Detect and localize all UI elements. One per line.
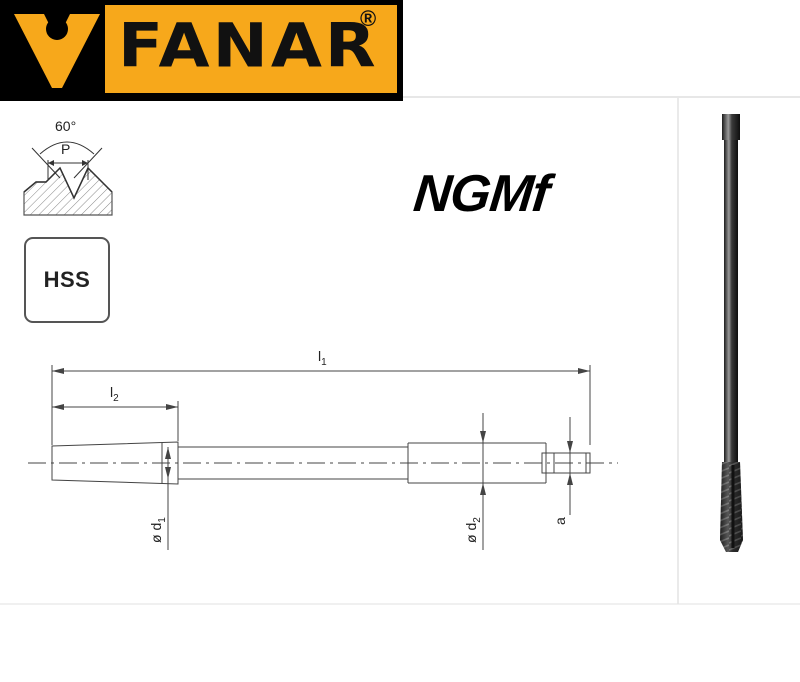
brand-logo: FANAR ®: [0, 0, 403, 101]
thread-angle-label: 60°: [55, 118, 76, 134]
svg-text:l2: l2: [110, 384, 119, 404]
logo-wordmark-box: [105, 5, 397, 93]
thread-pitch-label: P: [61, 141, 70, 157]
l2-label: l: [110, 384, 113, 400]
material-badge: HSS: [24, 237, 110, 323]
thread-profile-icon: 60° P: [23, 118, 113, 216]
material-label: HSS: [43, 267, 91, 292]
d1-label: ø d: [148, 523, 164, 543]
machine-tap-photo: [720, 114, 743, 552]
l1-subscript: 1: [321, 357, 327, 368]
svg-text:l1: l1: [318, 348, 327, 368]
logo-v-mark-icon: [14, 14, 100, 88]
d2-subscript: 2: [472, 517, 483, 523]
registered-mark: ®: [360, 6, 377, 31]
d2-label: ø d: [463, 523, 479, 543]
product-name: NGMf: [410, 165, 552, 223]
l2-subscript: 2: [113, 393, 119, 404]
svg-text:ø d2: ø d2: [463, 517, 483, 543]
square-a-label: a: [552, 517, 568, 525]
spec-frame: [0, 96, 800, 605]
thread-section: [51, 441, 179, 485]
square-end: [541, 452, 591, 474]
d1-subscript: 1: [157, 517, 168, 523]
l1-label: l: [318, 348, 321, 364]
tap-dimension-drawing: l1 l2 ø d1 ø d2 a: [28, 348, 618, 550]
logo-wordmark: FANAR: [118, 10, 379, 82]
svg-text:ø d1: ø d1: [148, 517, 168, 543]
